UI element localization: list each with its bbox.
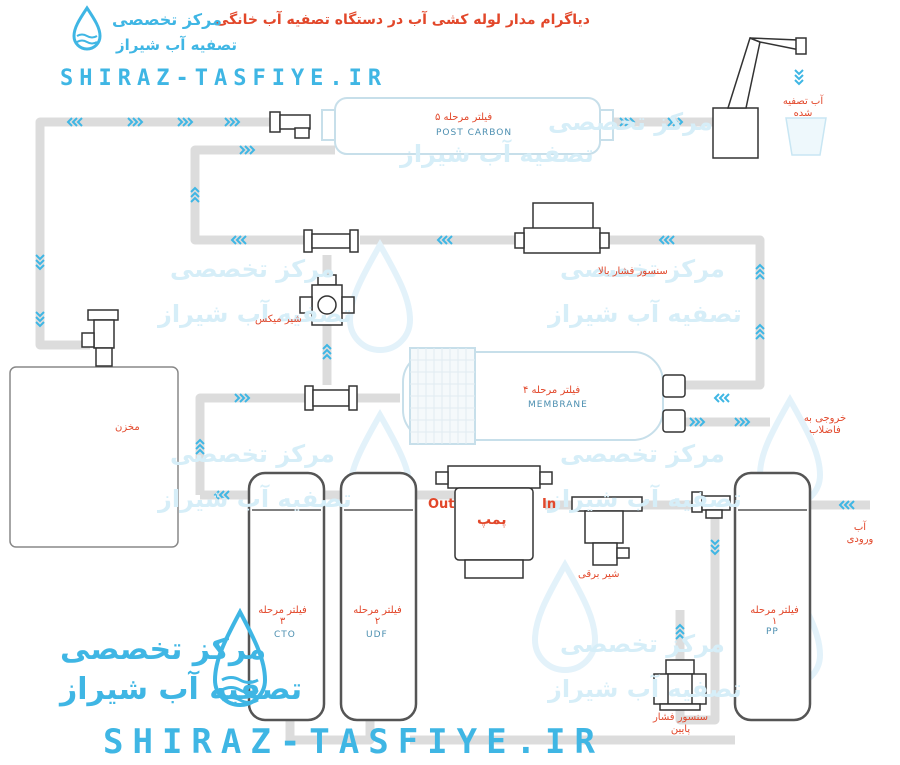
label-pump: پمپ	[477, 512, 507, 528]
stage1-housing	[733, 471, 812, 722]
faucet	[712, 37, 807, 159]
label-solenoid: شیر برقی	[578, 569, 620, 580]
watermark-text: تصفیه آب شیراز	[548, 300, 742, 328]
watermark-text: مرکز تخصصی	[170, 440, 335, 468]
label-stage2-en: UDF	[366, 630, 388, 640]
low-pressure-sensor	[653, 659, 707, 711]
check-valve-bottom	[304, 385, 358, 411]
label-mix-valve: شیر میکس	[255, 314, 302, 325]
solenoid-valve	[571, 496, 643, 566]
label-drain: خروجی به فاضلاب	[803, 413, 847, 436]
label-pump-in: In	[542, 497, 557, 512]
stage2-housing	[339, 471, 418, 722]
label-high-pressure-sensor: سنسور فشار بالا	[598, 266, 668, 277]
label-stage4-en: MEMBRANE	[528, 400, 588, 410]
site-url: SHIRAZ-TASFIYE.IR	[60, 66, 388, 91]
logo-drop-icon	[72, 5, 102, 51]
pipe-filter-bottoms	[285, 720, 375, 745]
watermark-text: مرکز تخصصی	[560, 255, 725, 283]
high-pressure-sensor	[514, 202, 610, 254]
watermark-text: تصفیه آب شیراز	[400, 140, 594, 168]
stage5-inlet-fitting	[269, 111, 311, 139]
logo-text-line1: مرکز تخصصی	[112, 10, 222, 29]
mix-valve	[299, 274, 355, 326]
label-stage3-en: CTO	[274, 630, 296, 640]
watermark-text: مرکز تخصصی	[560, 440, 725, 468]
label-stage1: فیلتر مرحله ۱	[750, 605, 799, 627]
stage5-post-carbon	[321, 97, 614, 155]
page-title: دیاگرام مدار لوله کشی آب در دستگاه تصفیه…	[215, 12, 590, 28]
membrane-outlets	[662, 374, 686, 433]
stage3-housing	[247, 471, 326, 722]
label-stage3: فیلتر مرحله ۳	[258, 605, 307, 627]
logo-text-line2: تصفیه آب شیراز	[116, 36, 238, 54]
label-stage5: فیلتر مرحله ۵	[435, 112, 493, 123]
label-tank: مخزن	[115, 422, 140, 433]
logo-large-line1: مرکز تخصصی	[60, 632, 267, 667]
label-stage5-en: POST CARBON	[436, 128, 513, 138]
pipe-post-carbon-to-tank	[35, 117, 280, 350]
inlet-fitting	[691, 491, 731, 519]
watermark-text: مرکز تخصصی	[548, 108, 713, 136]
logo-drop-icon-large	[212, 607, 268, 707]
watermark-text: تصفیه آب شیراز	[548, 675, 742, 703]
label-stage2: فیلتر مرحله ۲	[353, 605, 402, 627]
watermark-text: تصفیه آب شیراز	[158, 485, 352, 513]
label-purified-water: آب تصفیه شده	[782, 96, 824, 119]
membrane-grid	[410, 348, 475, 444]
watermark-text: مرکز تخصصی	[560, 630, 725, 658]
watermark-text: تصفیه آب شیراز	[158, 300, 352, 328]
logo-large-line2: تصفیه آب شیراز	[60, 672, 303, 707]
pipe-mix-to-post-carbon	[190, 145, 335, 245]
watermark-text: تصفیه آب شیراز	[548, 485, 742, 513]
pump	[435, 465, 553, 579]
glass-icon	[785, 117, 827, 156]
label-low-pressure-sensor: سنسور فشار پایین	[652, 712, 709, 735]
label-inlet-water: آب ورودی	[846, 522, 874, 545]
label-stage4: فیلتر مرحله ۴	[523, 385, 581, 396]
pipe-cto-to-membrane	[195, 393, 310, 495]
tank-valve	[81, 309, 119, 367]
site-url-large: SHIRAZ-TASFIYE.IR	[103, 722, 604, 762]
label-pump-out: Out	[428, 497, 455, 512]
label-stage1-en: PP	[766, 627, 779, 637]
watermark-text: مرکز تخصصی	[170, 255, 335, 283]
tank	[9, 366, 179, 548]
check-valve-top	[303, 229, 359, 253]
